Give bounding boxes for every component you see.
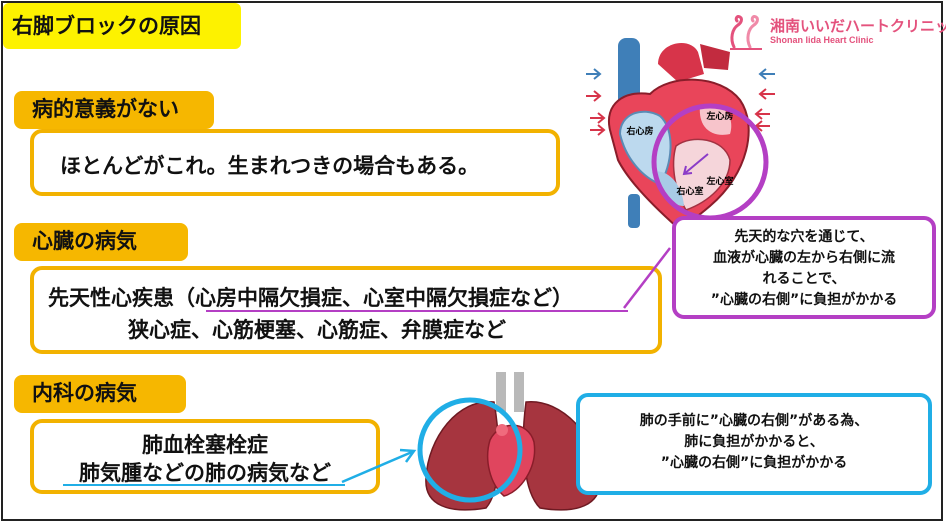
clinic-name: 湘南いいだハートクリニック — [770, 17, 946, 35]
clinic-subtitle: Shonan Iida Heart Clinic — [770, 35, 874, 45]
heart-illustration: 右心房 左心房 右心室 左心室 — [586, 38, 775, 230]
lungs-shape — [425, 372, 601, 511]
clinic-logo: 湘南いいだハートクリニック Shonan Iida Heart Clinic — [724, 13, 946, 53]
no-significance-text: ほとんどがこれ。生まれつきの場合もある。 — [60, 154, 480, 178]
heart-shape — [607, 38, 750, 230]
internal-disease-line-1: 肺血栓塞栓症 — [142, 433, 268, 457]
left-atrium-label: 左心房 — [705, 110, 733, 122]
heart-disease-line-2: 狭心症、心筋梗塞、心筋症、弁膜症など — [128, 318, 506, 342]
heart-callout-line-3: れることで、 — [762, 271, 846, 287]
lung-illustration — [425, 372, 601, 511]
heart-disease-box: 先天性心疾患（心房中隔欠損症、心室中隔欠損症など） 狭心症、心筋梗塞、心筋症、弁… — [30, 266, 662, 354]
internal-disease-box: 肺血栓塞栓症 肺気腫などの肺の病気など — [30, 419, 380, 494]
lung-underline — [63, 484, 345, 486]
lung-focus-circle — [417, 397, 523, 503]
flamingo-logo-icon — [730, 15, 762, 50]
internal-disease-line-2: 肺気腫などの肺の病気など — [79, 461, 331, 485]
heart-callout-line-2: 血液が心臓の左から右側に流 — [713, 250, 895, 266]
heart-focus-circle — [651, 103, 769, 221]
no-significance-box: ほとんどがこれ。生まれつきの場合もある。 — [30, 129, 560, 196]
congenital-underline — [206, 310, 628, 312]
lung-callout-line-1: 肺の手前に”心臓の右側”がある為、 — [639, 413, 869, 429]
heart-callout-line-1: 先天的な穴を通じて、 — [734, 229, 874, 245]
heart-callout-line-4: ”心臓の右側”に負担がかかる — [710, 292, 898, 308]
right-atrium-label: 右心房 — [625, 125, 653, 137]
lung-callout: 肺の手前に”心臓の右側”がある為、 肺に負担がかかると、 ”心臓の右側”に負担が… — [576, 393, 932, 495]
page-title: 右脚ブロックの原因 — [3, 3, 241, 49]
lung-callout-line-3: ”心臓の右側”に負担がかかる — [660, 455, 848, 471]
section-heading-internal-disease: 内科の病気 — [14, 375, 186, 413]
heart-callout: 先天的な穴を通じて、 血液が心臓の左から右側に流 れることで、 ”心臓の右側”に… — [672, 216, 936, 319]
lung-connector-line — [341, 450, 413, 484]
heart-connector-line — [623, 247, 671, 309]
section-heading-heart-disease: 心臓の病気 — [14, 223, 188, 261]
lung-connector-arrowhead — [399, 448, 417, 463]
heart-disease-line-1: 先天性心疾患（心房中隔欠損症、心室中隔欠損症など） — [48, 286, 573, 310]
lung-callout-line-2: 肺に負担がかかると、 — [684, 434, 824, 450]
section-heading-no-significance: 病的意義がない — [14, 91, 214, 129]
right-ventricle-label: 右心室 — [675, 185, 703, 197]
left-ventricle-label: 左心室 — [705, 175, 733, 187]
blood-flow-arrows — [586, 68, 775, 176]
